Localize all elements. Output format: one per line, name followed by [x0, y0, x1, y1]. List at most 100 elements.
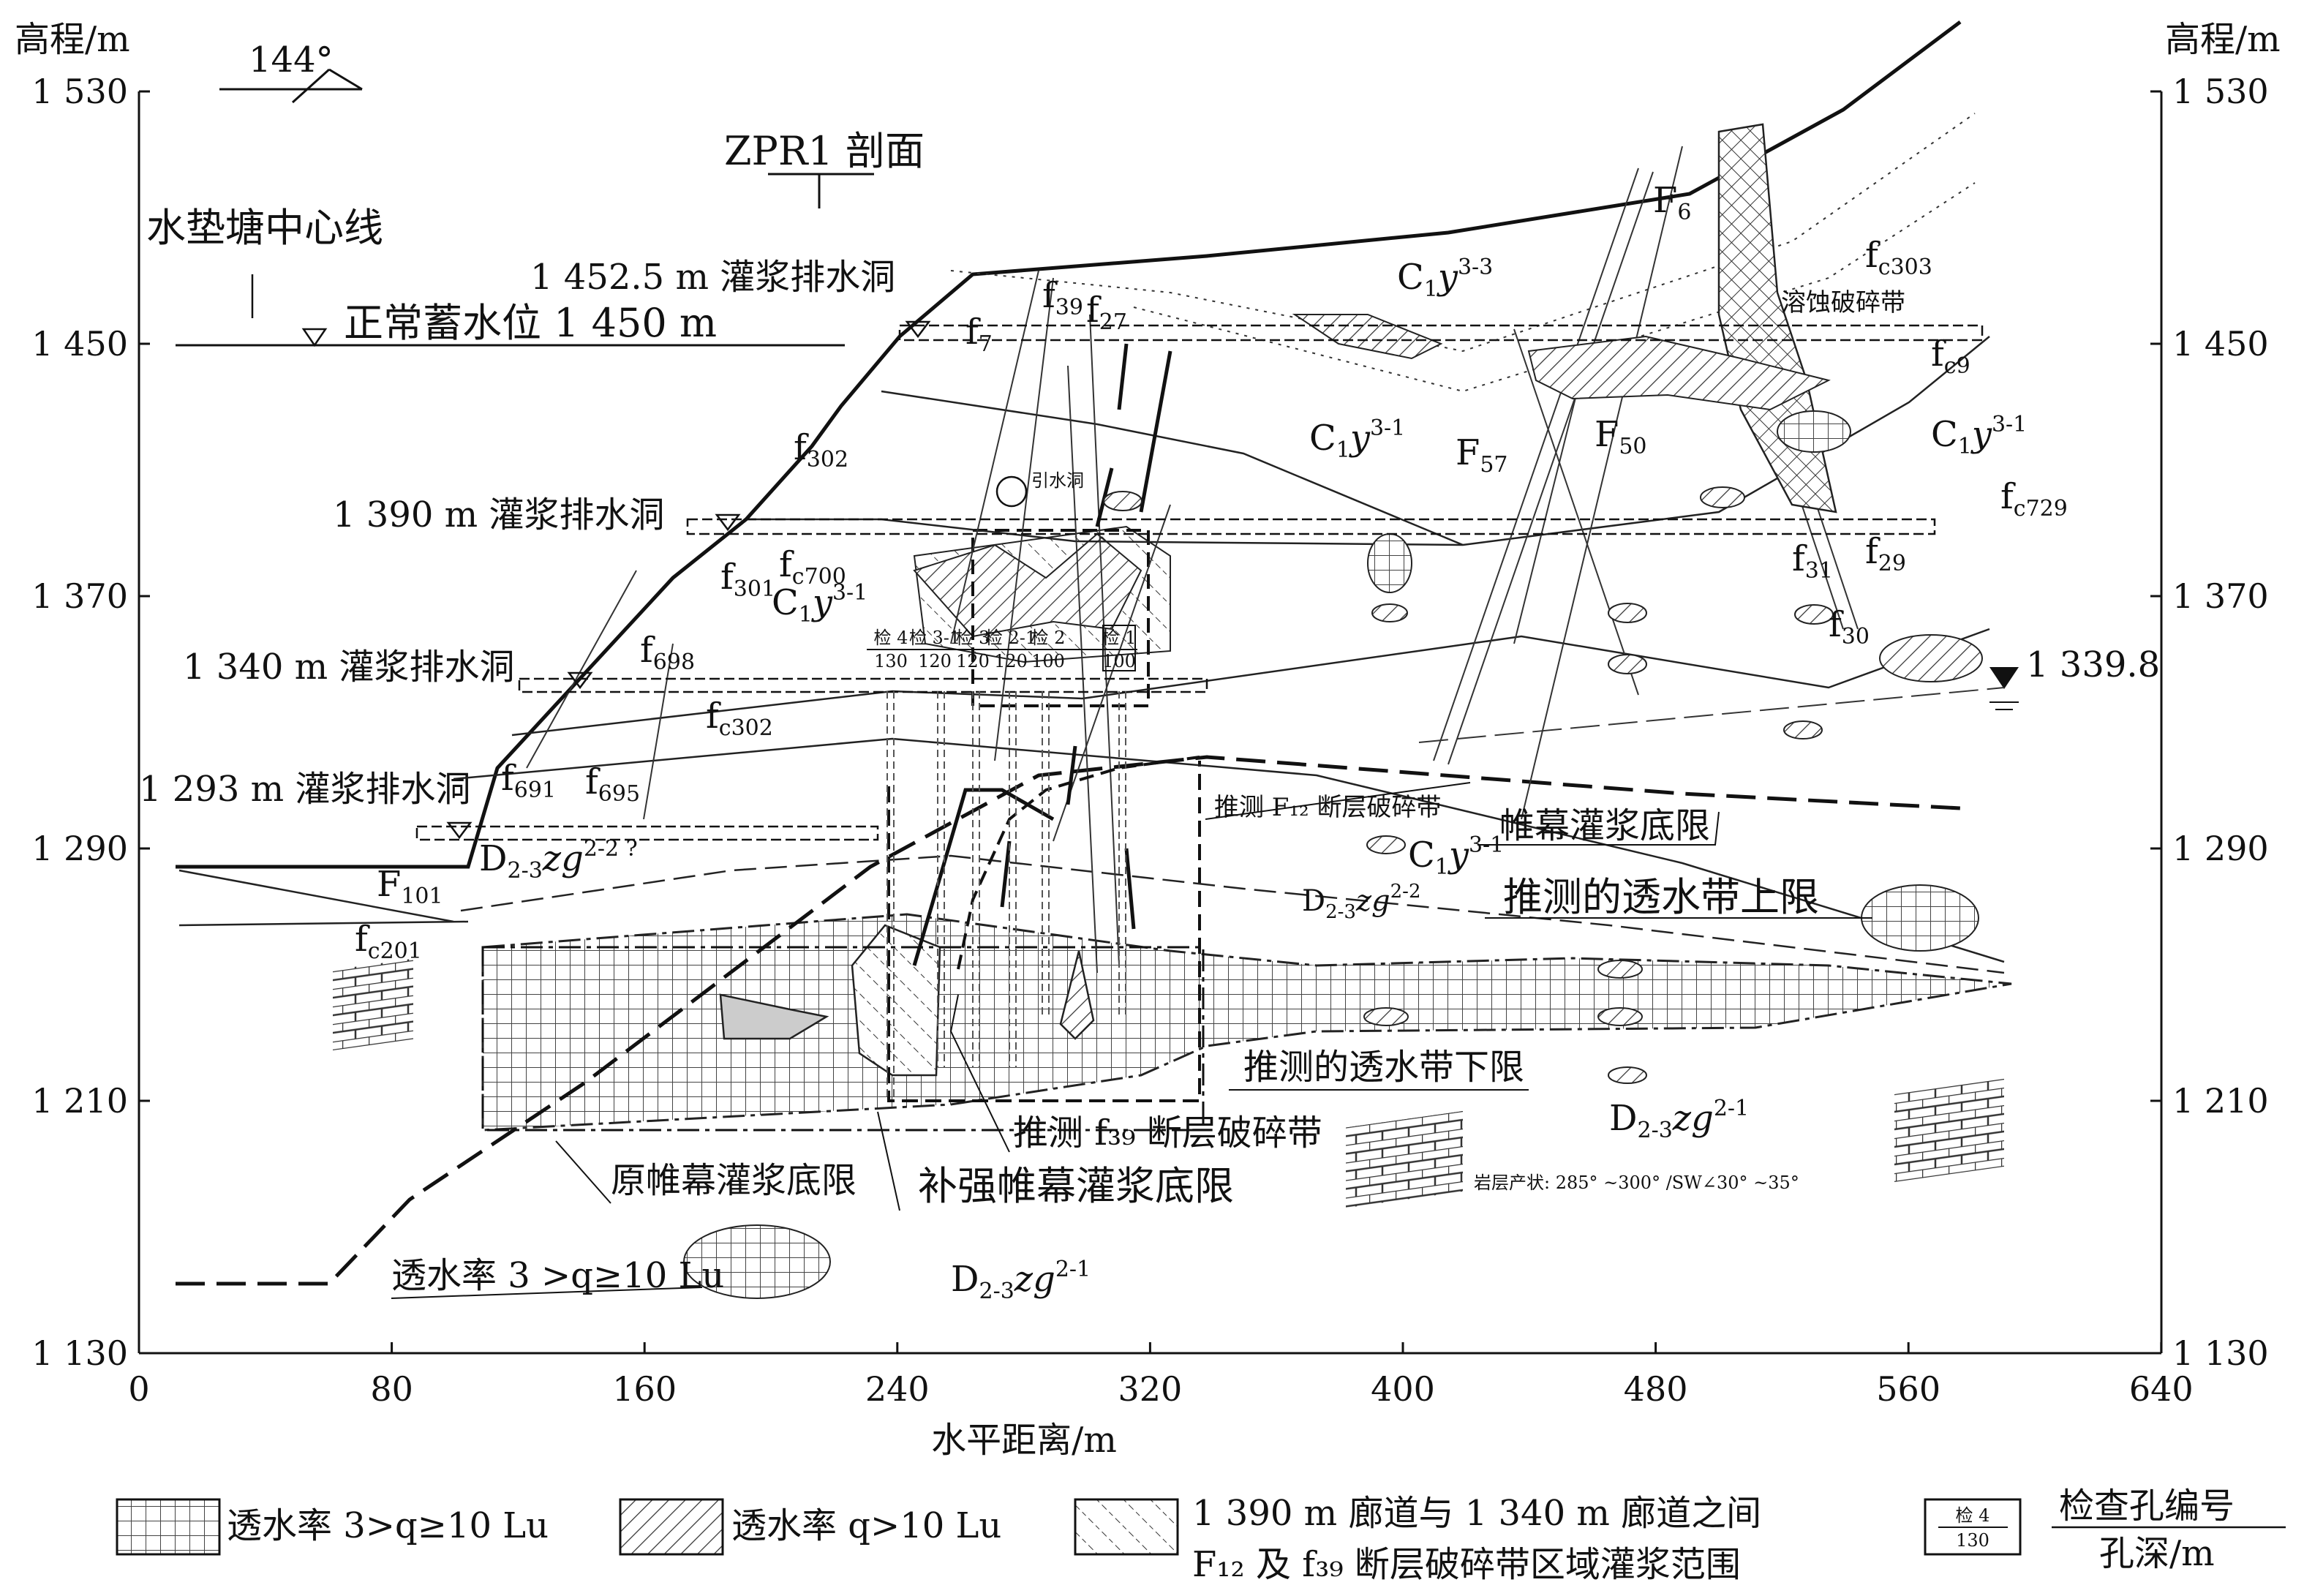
svg-text:C1y3-3: C1y3-3	[1397, 255, 1493, 302]
x-tick-label: 80	[370, 1369, 413, 1409]
gallery-1340-label: 1 340 m 灌浆排水洞	[183, 647, 514, 688]
boundary-fc201	[178, 920, 469, 927]
gallery-1293-label: 1 293 m 灌浆排水洞	[139, 769, 470, 810]
reinforced-curtain-label: 补强帷幕灌浆底限	[918, 1163, 1234, 1209]
svg-text:f31: f31	[1792, 538, 1833, 584]
intake-tunnel-symbol	[995, 475, 1028, 508]
gallery-1390-label: 1 390 m 灌浆排水洞	[333, 494, 664, 535]
x-tick-label: 0	[128, 1369, 149, 1409]
legend-dashed-label-1: 1 390 m 廊道与 1 340 m 廊道之间	[1192, 1493, 1761, 1534]
water-table-line	[1418, 687, 2005, 743]
boundary-c33b	[1133, 182, 1976, 393]
svg-text:f301: f301	[720, 557, 775, 602]
gallery-1452-label: 1 452.5 m 灌浆排水洞	[530, 257, 895, 298]
formation-labels: C1y3-3 C1y3-1 C1y3-1 C1y3-1 C1y3-1 D2-3z…	[479, 255, 2027, 1304]
leader-lines	[391, 782, 1872, 1299]
svg-text:C1y3-1: C1y3-1	[1931, 412, 2027, 459]
svg-text:D2-3zg2-2: D2-3zg2-2	[1302, 881, 1421, 923]
svg-text:F57: F57	[1456, 432, 1508, 478]
x-axis-title: 水平距离/m	[931, 1420, 1117, 1461]
water-level-label: 1 339.8	[2026, 644, 2160, 685]
water-level-marker	[1989, 667, 2019, 689]
pool-level-marker	[301, 328, 328, 347]
y-tick-label-right: 1 130	[2172, 1333, 2269, 1373]
rock-symbol-left	[333, 958, 413, 1051]
legend-dashed-swatch	[1074, 1498, 1179, 1556]
normal-pool-label: 正常蓄水位 1 450 m	[344, 300, 717, 346]
svg-text:fc303: fc303	[1865, 235, 1932, 280]
svg-text:D2-3zg2-1: D2-3zg2-1	[1609, 1096, 1749, 1143]
x-tick-label: 640	[2129, 1369, 2194, 1409]
permeable-lenses	[683, 410, 1983, 1299]
hole-1-box	[1102, 625, 1136, 671]
inspection-hole-id: 检 3-1	[909, 628, 960, 648]
y-tick-label-left: 1 370	[31, 576, 128, 616]
boundary-mid	[511, 628, 1990, 737]
gallery-1452-marker	[905, 320, 931, 339]
inspection-hole-depth: 120	[918, 651, 952, 671]
legend-hatch-swatch	[619, 1498, 724, 1556]
inspection-hole-id: 检 2-1	[985, 628, 1036, 648]
svg-text:D2-3zg2-2 ?: D2-3zg2-2 ?	[479, 836, 638, 884]
gallery-1390-marker	[715, 513, 741, 532]
inspection-hole-depth: 130	[874, 651, 908, 671]
inspection-hole-id: 检 4	[874, 628, 908, 648]
svg-text:fc729: fc729	[2000, 476, 2068, 522]
ground-surface	[176, 20, 1962, 869]
svg-text:f39: f39	[1042, 275, 1083, 320]
grout-galleries	[415, 324, 1984, 841]
reinforced-curtain-frame	[887, 761, 1201, 1102]
y-tick-label-left: 1 530	[31, 72, 128, 111]
boundary-c33	[950, 113, 1976, 353]
y-axis-title-right: 高程/m	[2165, 19, 2281, 60]
legend: 透水率 3>q≥10 Lu 透水率 q>10 Lu 1 390 m 廊道与 1 …	[116, 1486, 2286, 1585]
svg-text:fc700: fc700	[779, 544, 846, 590]
inspection-hole-lines	[886, 691, 1126, 1097]
y-tick-label-left: 1 290	[31, 829, 128, 868]
boundary-zg22	[460, 854, 2005, 974]
dam-centerline-label: 水垫塘中心线	[146, 205, 383, 251]
svg-text:f695: f695	[585, 761, 640, 807]
inspection-hole-id: 检 1	[1102, 628, 1137, 648]
permeability-callout-label: 透水率 3 >q≥10 Lu	[391, 1255, 724, 1296]
inspection-hole-depth: 100	[1102, 651, 1136, 671]
karst-crushed-zone	[1717, 123, 1837, 513]
legend-hole-key-top: 检查孔编号	[2059, 1486, 2235, 1527]
svg-text:f29: f29	[1865, 531, 1906, 576]
inspection-hole-depth: 100	[1031, 651, 1065, 671]
permeable-upper-label: 推测的透水带上限	[1503, 874, 1819, 920]
intake-tunnel-label: 引水洞	[1031, 470, 1084, 491]
f12-zone-label: 推测 F₁₂ 断层破碎带	[1214, 793, 1441, 822]
x-tick-label: 240	[865, 1369, 930, 1409]
boundary-c302	[453, 737, 2005, 963]
boundary-c31	[881, 390, 1464, 546]
orientation-marker: 144°	[219, 39, 363, 104]
legend-hatch-label: 透水率 q>10 Lu	[731, 1505, 1001, 1546]
karst-zone-label: 溶蚀破碎带	[1781, 288, 1905, 317]
inspection-hole-id: 检 2	[1031, 628, 1066, 648]
legend-hole-id: 检 4	[1956, 1505, 1990, 1526]
orientation-bearing: 144°	[249, 39, 334, 80]
y-tick-label-left: 1 210	[31, 1081, 128, 1121]
inspection-hole-depth: 120	[994, 651, 1028, 671]
x-tick-label: 400	[1371, 1369, 1435, 1409]
svg-text:F50: F50	[1595, 414, 1647, 459]
karst-lens-upper	[1292, 314, 1443, 360]
svg-text:D2-3zg2-1: D2-3zg2-1	[951, 1257, 1091, 1304]
y-tick-label-left: 1 450	[31, 324, 128, 364]
legend-hole-key-bottom: 孔深/m	[2099, 1533, 2215, 1574]
x-tick-label: 480	[1624, 1369, 1688, 1409]
permeable-lower-label: 推测的透水带下限	[1243, 1047, 1524, 1088]
legend-hole-depth: 130	[1956, 1530, 1989, 1551]
svg-text:fc302: fc302	[706, 696, 773, 741]
svg-text:C1y3-1: C1y3-1	[1408, 832, 1504, 880]
y-tick-label-right: 1 370	[2172, 576, 2269, 616]
f12-fracture-line	[957, 756, 1200, 970]
f39-fracture-block	[851, 924, 941, 1077]
curtain-bottom-label: 帷幕灌浆底限	[1499, 805, 1710, 846]
permeable-zone-inner-block	[719, 993, 829, 1040]
inspection-hole-id: 检 3	[956, 628, 990, 648]
section-name: ZPR1 剖面	[724, 128, 925, 174]
